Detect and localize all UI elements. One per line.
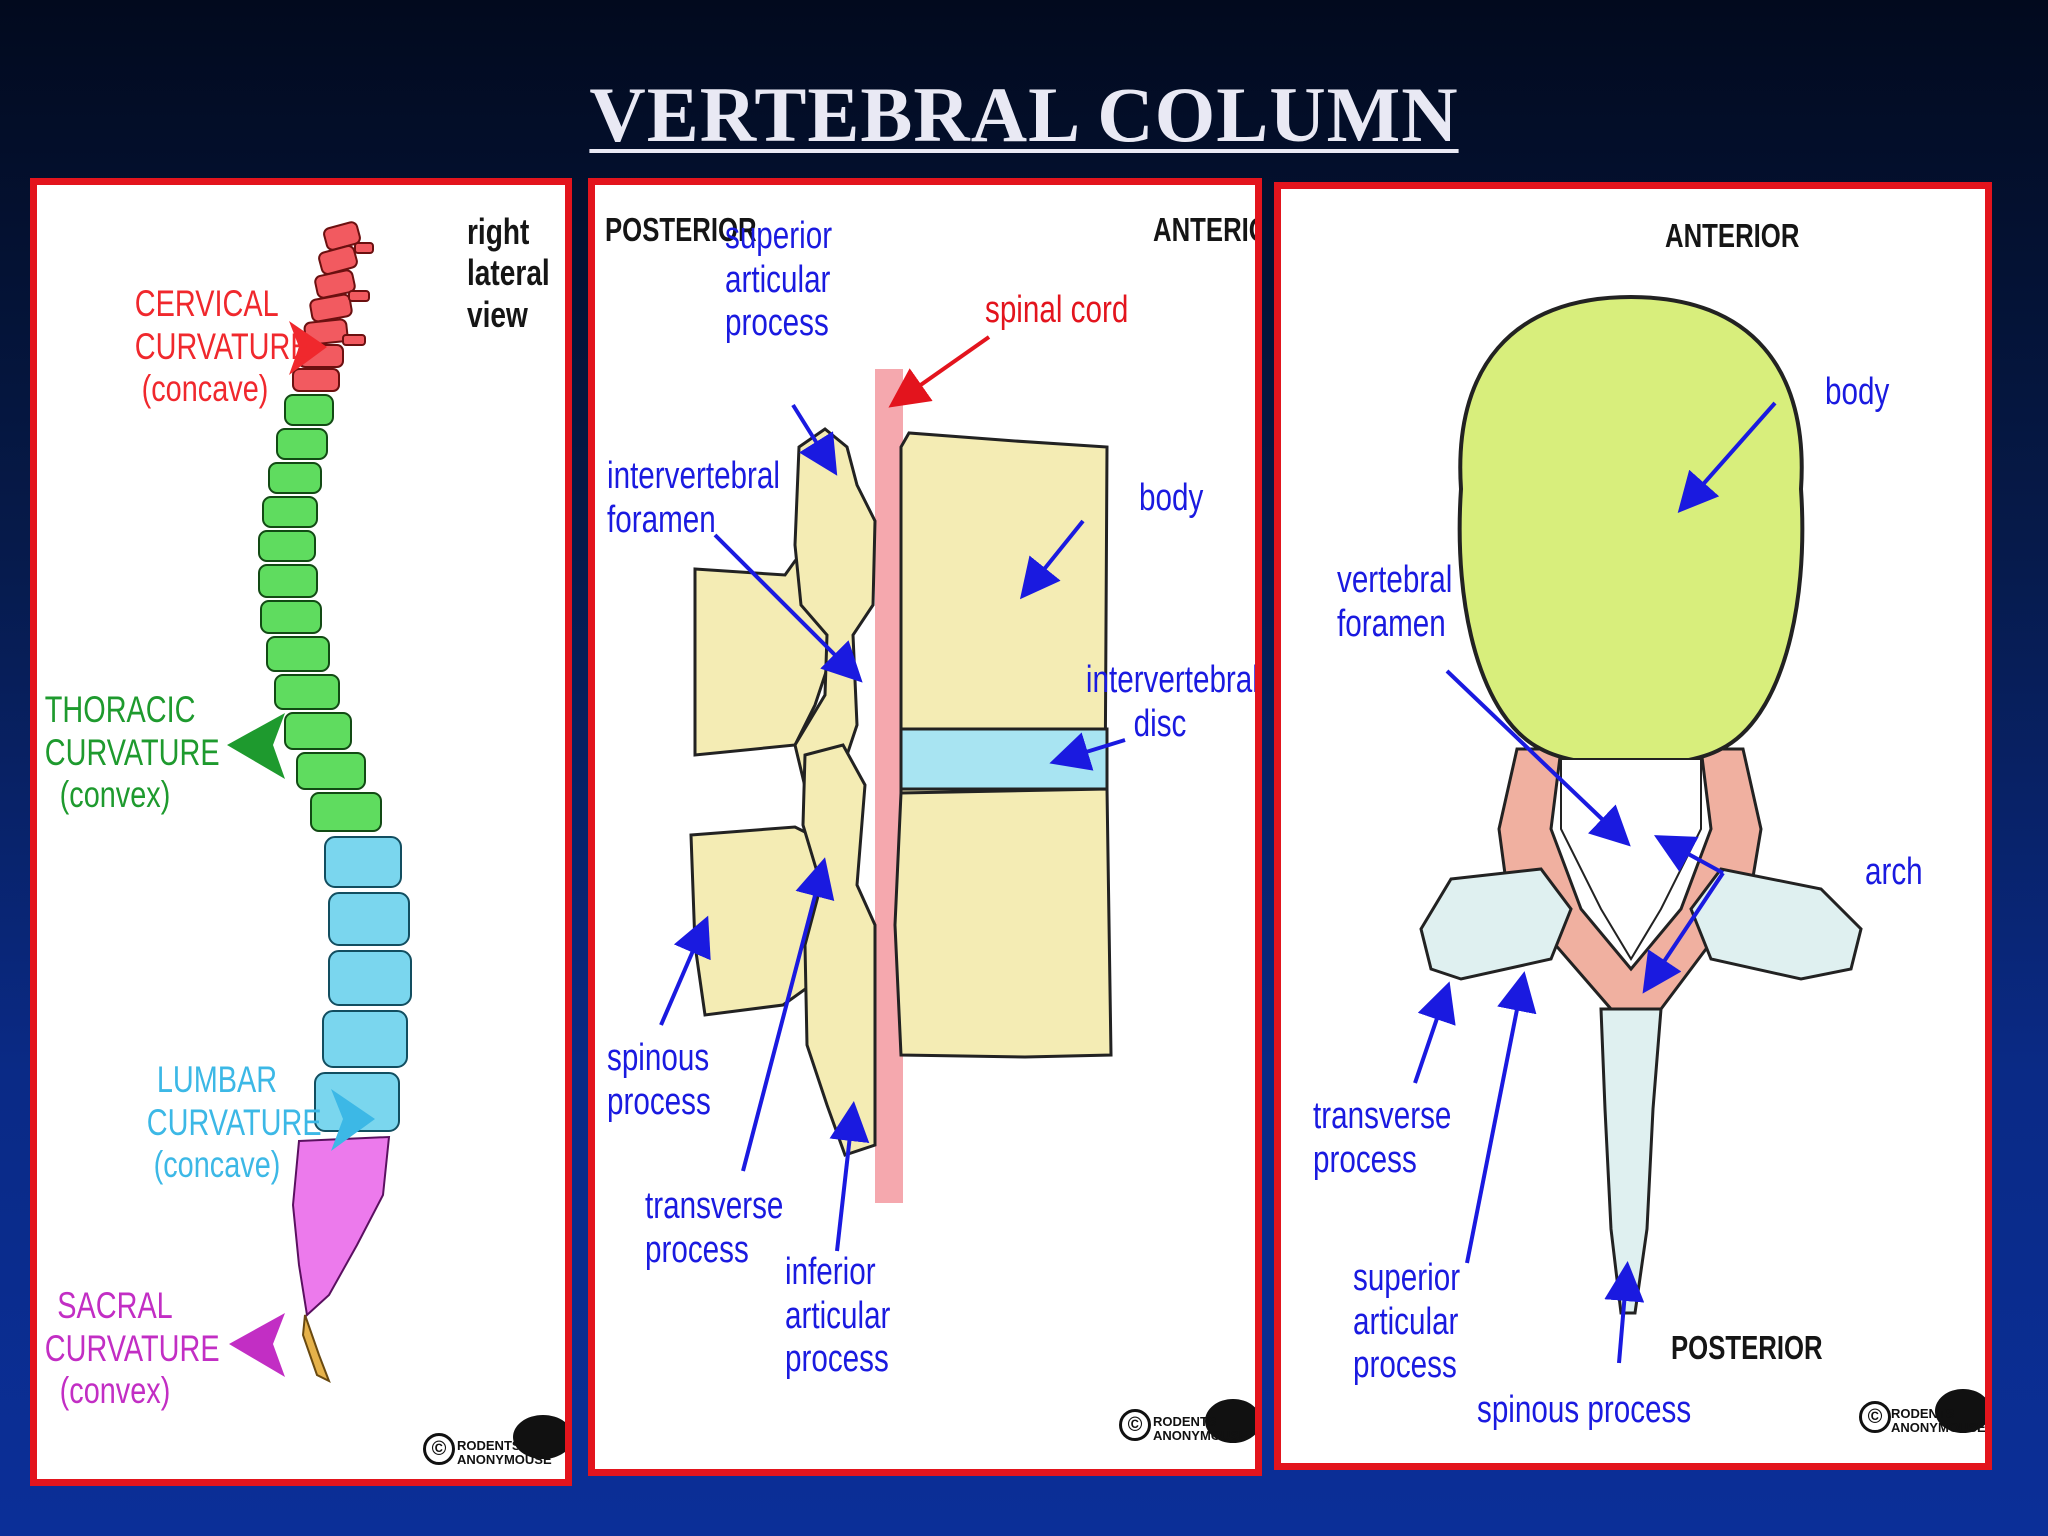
upper-vertebra [693, 427, 1109, 807]
spinous-process-arrow [1604, 1261, 1645, 1364]
vertebral-column-lateral-illustration [227, 221, 565, 1459]
copyright-icon: © [1119, 1409, 1151, 1441]
copyright-icon: © [1859, 1401, 1891, 1433]
superior-articular-arrow [791, 403, 838, 476]
slide-title: VERTEBRAL COLUMN [589, 71, 1459, 158]
sacral-arrow [229, 1313, 285, 1377]
posterior-label: POSTERIOR [1671, 1329, 1823, 1366]
lateral-vertebrae-panel: POSTERIOR ANTERIOR superiorarticularproc… [588, 178, 1262, 1476]
arch-arrow-center [1642, 871, 1725, 994]
spinous-process-label: spinous process [1477, 1389, 1692, 1431]
inferior-articular-arrow [829, 1101, 870, 1252]
rodent-logo-icon [1935, 1389, 1985, 1433]
transverse-process-arrow [1413, 981, 1456, 1084]
spinal-cord-label: spinal cord [985, 289, 1129, 331]
spinous-process-arrow [659, 915, 711, 1026]
intervertebral-disc-shape [899, 727, 1109, 791]
vertebral-body-shape [1457, 294, 1805, 768]
anterior-label: ANTERIOR [1665, 217, 1800, 254]
sacral-segment [291, 1135, 391, 1384]
arch-label: arch [1865, 851, 1923, 893]
lateral-vertebrae-illustration [659, 335, 1255, 1443]
right-transverse-process-shape [1689, 867, 1863, 981]
body-label: body [1825, 371, 1890, 413]
spinal-cord-shape [875, 369, 903, 1203]
body-arrow [1019, 519, 1085, 600]
rodent-logo-icon [513, 1415, 565, 1459]
intervertebral-disc-arrow [1049, 732, 1126, 771]
left-transverse-process-shape [1419, 867, 1573, 981]
transverse-process-arrow [741, 857, 835, 1172]
thoracic-segment [258, 394, 382, 832]
cervical-arrow [289, 321, 327, 375]
thoracic-arrow [227, 713, 285, 779]
spinal-cord-arrow[interactable] [888, 335, 991, 408]
body-arrow [1677, 401, 1777, 513]
spinous-process-shape [1599, 1007, 1663, 1315]
anterior-label: ANTERIOR [1153, 211, 1255, 248]
arch-arrow-right [1653, 835, 1724, 875]
body-label: body [1139, 477, 1204, 519]
lumbar-arrow [331, 1089, 375, 1151]
vertebral-foramen-arrow [1445, 669, 1631, 847]
copyright-icon: © [423, 1433, 455, 1465]
rodent-logo-icon [1205, 1399, 1255, 1443]
posterior-label: POSTERIOR [605, 211, 757, 248]
intervertebral-foramen-arrow [713, 533, 863, 683]
lumbar-segment [314, 836, 412, 1132]
superior-vertebra-illustration [1413, 294, 1985, 1433]
superior-articular-arrow [1465, 971, 1537, 1264]
